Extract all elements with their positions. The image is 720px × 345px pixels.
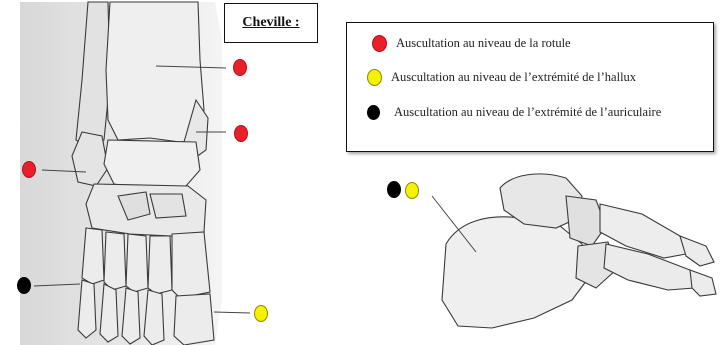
marker-red-talus [234, 125, 248, 142]
legend-item-red: Auscultation au niveau de la rotule [347, 35, 713, 52]
diagram-title: Cheville : [242, 15, 299, 31]
marker-red-malleolus [22, 161, 36, 178]
legend: Auscultation au niveau de la rotule Ausc… [346, 22, 714, 152]
legend-label-yellow: Auscultation au niveau de l’extrémité de… [391, 70, 636, 85]
marker-red-tibia [233, 59, 247, 76]
marker-yellow-calcaneus [405, 182, 419, 199]
legend-label-red: Auscultation au niveau de la rotule [396, 36, 571, 51]
marker-black-fifth-toe [17, 277, 31, 294]
black-dot-icon [367, 105, 380, 120]
red-dot-icon [372, 35, 387, 52]
title-box: Cheville : [224, 3, 318, 43]
marker-black-calcaneus [387, 181, 401, 198]
legend-item-black: Auscultation au niveau de l’extrémité de… [347, 105, 713, 120]
marker-yellow-hallux [254, 305, 268, 322]
legend-item-yellow: Auscultation au niveau de l’extrémité de… [347, 69, 713, 86]
ankle-front-view [20, 2, 250, 345]
foot-side-view [432, 174, 716, 328]
yellow-dot-icon [367, 69, 382, 86]
legend-label-black: Auscultation au niveau de l’extrémité de… [394, 105, 661, 120]
